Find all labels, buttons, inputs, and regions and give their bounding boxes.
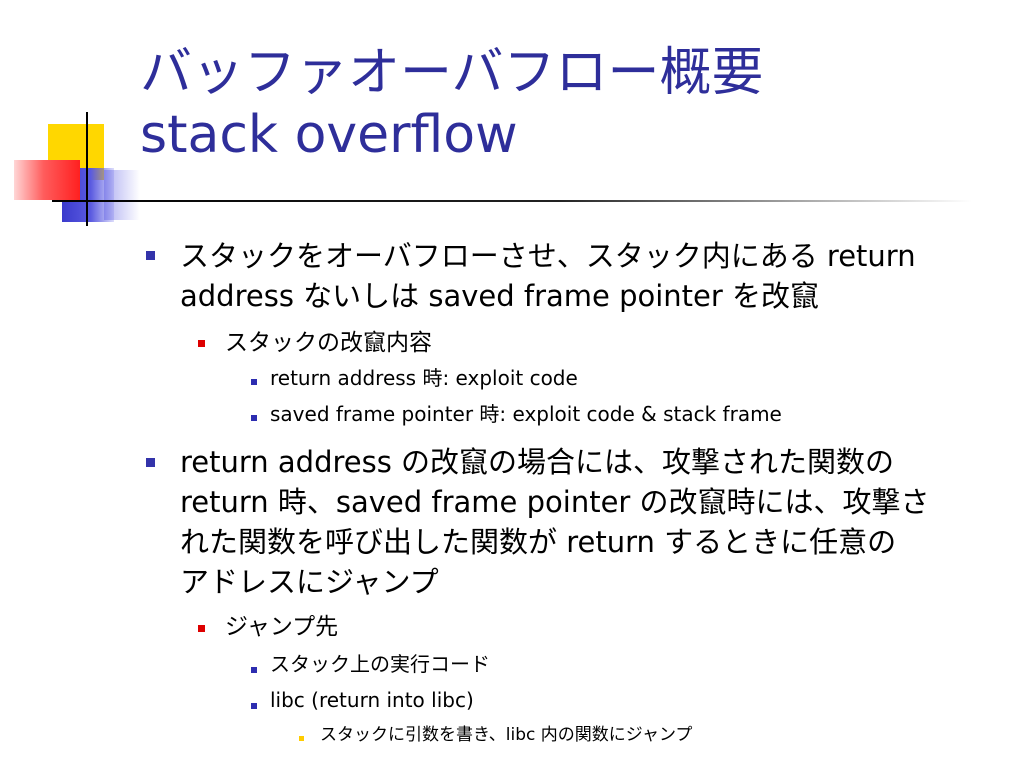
vertical-line-decoration bbox=[86, 112, 88, 226]
square-bullet-icon bbox=[251, 667, 257, 673]
slide-title: バッファオーバフロー概要 stack overflow bbox=[140, 42, 1000, 166]
square-bullet-icon bbox=[146, 458, 155, 467]
bullet-text: return address 時: exploit code bbox=[270, 366, 578, 390]
title-line-japanese: バッファオーバフロー概要 bbox=[140, 43, 764, 103]
blue-fade-decoration bbox=[104, 170, 140, 220]
bullet-text-line: return 時、saved frame pointer の改竄時には、攻撃さ bbox=[180, 485, 930, 519]
bullet-text: スタック上の実行コード bbox=[270, 652, 490, 676]
bullet-text-line: アドレスにジャンプ bbox=[180, 565, 439, 599]
square-bullet-icon bbox=[251, 379, 257, 385]
title-underline bbox=[52, 200, 972, 202]
square-bullet-icon bbox=[299, 736, 304, 741]
bullet-text: スタックに引数を書き、libc 内の関数にジャンプ bbox=[320, 725, 693, 745]
bullet-text: libc (return into libc) bbox=[270, 688, 474, 712]
square-bullet-icon bbox=[146, 251, 155, 260]
bullet-text: スタックの改竄内容 bbox=[225, 330, 432, 356]
bullet-text-line: スタックをオーバフローさせ、スタック内にある return bbox=[180, 239, 916, 273]
square-bullet-icon bbox=[251, 703, 257, 709]
square-bullet-icon bbox=[198, 340, 205, 347]
bullet-text-line: れた関数を呼び出した関数が return するときに任意の bbox=[180, 525, 897, 559]
bullet-text-line: return address の改竄の場合には、攻撃された関数の bbox=[180, 445, 895, 479]
bullet-text: ジャンプ先 bbox=[225, 614, 339, 640]
square-bullet-icon bbox=[198, 625, 205, 632]
title-line-english: stack overflow bbox=[140, 105, 518, 165]
square-bullet-icon bbox=[251, 415, 257, 421]
red-bar-decoration bbox=[14, 160, 80, 200]
bullet-text: saved frame pointer 時: exploit code & st… bbox=[270, 402, 782, 426]
bullet-text-line: address ないしは saved frame pointer を改竄 bbox=[180, 279, 820, 313]
